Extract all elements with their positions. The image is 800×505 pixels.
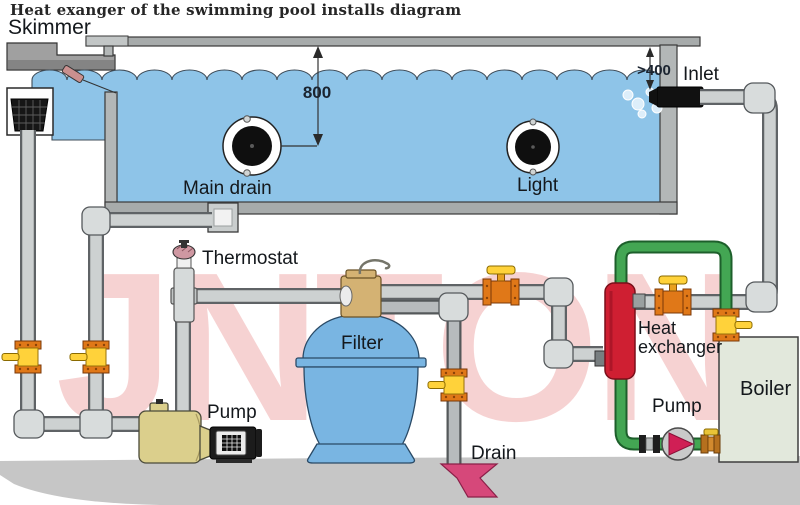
inlet-depth-value: >400 [637, 62, 671, 79]
inlet-fitting [649, 86, 704, 108]
thermostat-valve [170, 240, 198, 323]
light-label: Light [517, 175, 559, 196]
sand-filter [295, 258, 427, 464]
ground [0, 456, 800, 505]
pump-left-label: Pump [207, 402, 257, 423]
elbow-sleeve [13, 409, 45, 439]
diagram-title: Heat exanger of the swimming pool instal… [10, 1, 461, 19]
deck-left-cap [85, 35, 129, 47]
inlet-depth-dimension-400 [646, 47, 654, 90]
skimmer-basket [10, 98, 49, 132]
valve-filter-outlet [482, 265, 520, 306]
underwater-light [506, 118, 560, 176]
swimming-pool [6, 35, 704, 233]
flow-arrow [668, 432, 695, 456]
elbow-sleeve [543, 339, 574, 369]
elbow-sleeve [745, 281, 778, 313]
heat-exchanger [594, 282, 646, 380]
pool-left-wall [104, 91, 118, 206]
pump-right-label: Pump [652, 396, 702, 417]
depth-dimension-800 [281, 46, 323, 147]
pool-deck [85, 36, 701, 47]
heat-exchanger-label-line1: Heat [638, 318, 676, 338]
skimmer-label: Skimmer [8, 16, 91, 39]
circulator-pump [639, 427, 721, 461]
drain-funnel [439, 463, 499, 498]
deck-post [103, 45, 114, 57]
skimmer-throat-shade [8, 60, 114, 69]
valve-skimmer-line [1, 340, 42, 374]
drain-label: Drain [471, 443, 516, 464]
valve-heat-exchanger-outlet [654, 275, 692, 316]
boiler [718, 336, 799, 463]
skimmer-weir-flap [61, 65, 85, 83]
heat-exchanger-label-line2: exchanger [638, 337, 722, 357]
inlet-label: Inlet [683, 64, 720, 85]
depth-800-value: 800 [303, 83, 331, 102]
main-drain-port [222, 115, 282, 177]
elbow-sleeve [743, 82, 776, 114]
tee-sleeve [79, 409, 113, 439]
thermostat-label: Thermostat [202, 248, 299, 269]
filter-label: Filter [341, 333, 384, 354]
elbow-sleeve [543, 277, 574, 307]
elbow-sleeve [438, 292, 469, 322]
pipework [13, 82, 778, 467]
main-drain-fitting-face [213, 208, 233, 227]
main-drain-label: Main drain [183, 178, 272, 199]
boiler-label: Boiler [740, 378, 791, 400]
pump-motor [209, 426, 262, 463]
filter-multiport-valve [339, 258, 391, 318]
skimmer-weir-line [82, 79, 117, 94]
elbow-sleeve [81, 206, 111, 236]
pool-water [31, 69, 663, 203]
valve-handle [358, 258, 391, 275]
pool-pump [138, 399, 262, 464]
